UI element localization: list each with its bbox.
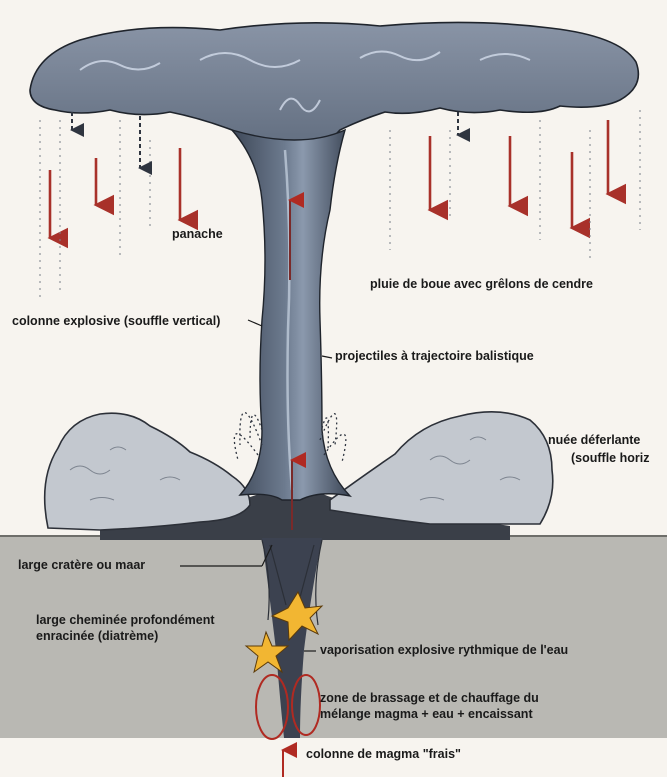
label-mixing-zone-line1: zone de brassage et de chauffage du [320, 690, 539, 706]
label-chimney-line1: large cheminée profondément [36, 612, 215, 628]
base-surge-cloud-left [45, 413, 250, 530]
label-fresh-magma: colonne de magma "frais" [306, 746, 461, 762]
label-vaporisation: vaporisation explosive rythmique de l'ea… [320, 642, 568, 658]
label-base-surge-line2: (souffle horiz [571, 450, 649, 466]
label-crater: large cratère ou maar [18, 557, 145, 573]
label-panache: panache [172, 226, 223, 242]
label-mud-rain: pluie de boue avec grêlons de cendre [370, 276, 593, 292]
label-mixing-zone-line2: mélange magma + eau + encaissant [320, 706, 533, 722]
base-surge-cloud-right [330, 412, 553, 524]
label-chimney-line2: enracinée (diatrème) [36, 628, 158, 644]
label-ballistic-projectiles: projectiles à trajectoire balistique [335, 348, 534, 364]
label-explosive-column: colonne explosive (souffle vertical) [12, 313, 220, 329]
label-base-surge-line1: nuée déferlante [548, 432, 640, 448]
eruptive-column [232, 130, 350, 500]
